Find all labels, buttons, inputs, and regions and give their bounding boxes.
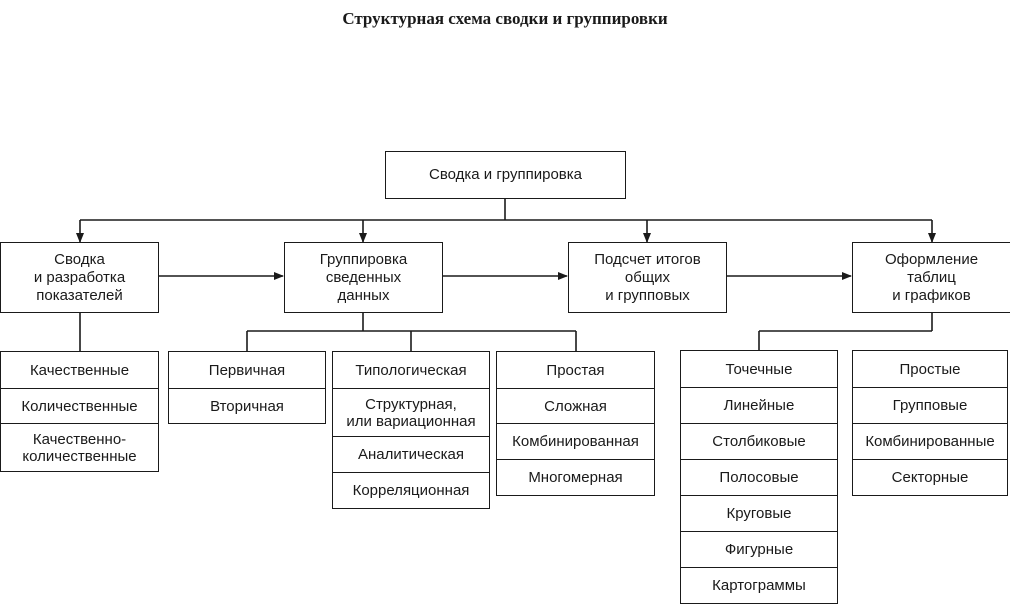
- list-item: Линейные: [681, 388, 837, 424]
- list-item: Качественно- количественные: [1, 424, 158, 472]
- list-item: Фигурные: [681, 532, 837, 568]
- list-item: Качественные: [1, 352, 158, 389]
- list-item: Первичная: [169, 352, 325, 389]
- list-item: Типологическая: [333, 352, 489, 389]
- list-item: Вторичная: [169, 389, 325, 424]
- list-item: Простая: [497, 352, 654, 389]
- list-item: Групповые: [853, 388, 1007, 424]
- list-item: Круговые: [681, 496, 837, 532]
- list-item: Корреляционная: [333, 473, 489, 509]
- stage-totals: Подсчет итогов общих и групповых: [568, 242, 727, 313]
- list-item: Картограммы: [681, 568, 837, 604]
- list-grouping-purpose: Типологическая Структурная, или вариацио…: [332, 351, 490, 509]
- list-item: Полосовые: [681, 460, 837, 496]
- list-item: Комбинированные: [853, 424, 1007, 460]
- stage-grouping-data: Группировка сведенных данных: [284, 242, 443, 313]
- list-grouping-stage: Первичная Вторичная: [168, 351, 326, 424]
- list-item: Количественные: [1, 389, 158, 424]
- list-item: Структурная, или вариационная: [333, 389, 489, 437]
- list-item: Аналитическая: [333, 437, 489, 473]
- list-item: Точечные: [681, 351, 837, 388]
- stage-summary-indicators: Сводка и разработка показателей: [0, 242, 159, 313]
- list-item: Комбинированная: [497, 424, 654, 460]
- stage-tables-charts: Оформление таблиц и графиков: [852, 242, 1010, 313]
- list-item: Сложная: [497, 389, 654, 424]
- list-charts: Точечные Линейные Столбиковые Полосовые …: [680, 350, 838, 604]
- root-node: Сводка и группировка: [385, 151, 626, 199]
- list-item: Секторные: [853, 460, 1007, 496]
- list-item: Простые: [853, 351, 1007, 388]
- list-indicators: Качественные Количественные Качественно-…: [0, 351, 159, 472]
- list-item: Столбиковые: [681, 424, 837, 460]
- list-grouping-complexity: Простая Сложная Комбинированная Многомер…: [496, 351, 655, 496]
- list-tables: Простые Групповые Комбинированные Сектор…: [852, 350, 1008, 496]
- diagram-title: Структурная схема сводки и группировки: [342, 9, 668, 28]
- list-item: Многомерная: [497, 460, 654, 496]
